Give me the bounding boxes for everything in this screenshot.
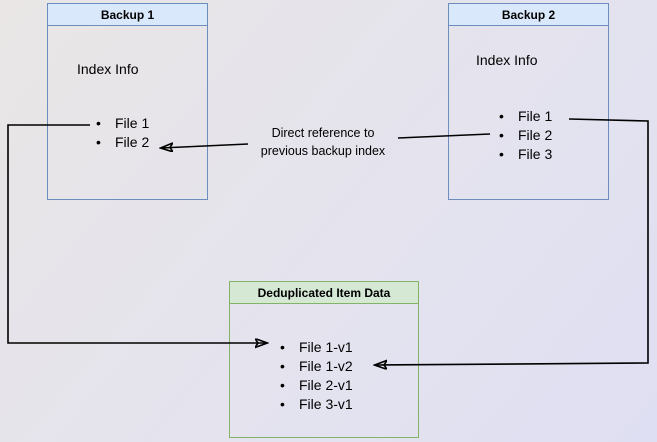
- backup1-subtitle: Index Info: [77, 61, 139, 77]
- bullet-icon: •: [96, 134, 101, 150]
- dedup-box: Deduplicated Item Data • File 1-v1 • Fil…: [229, 281, 419, 438]
- bullet-icon: •: [499, 146, 504, 162]
- list-item: • File 3-v1: [280, 395, 353, 414]
- bullet-icon: •: [499, 108, 504, 124]
- dedup-file-2v1: File 2-v1: [299, 377, 353, 393]
- bullet-icon: •: [96, 115, 101, 131]
- bullet-icon: •: [499, 127, 504, 143]
- backup2-subtitle: Index Info: [476, 52, 538, 68]
- list-item: • File 2: [96, 133, 149, 152]
- bullet-icon: •: [280, 339, 285, 355]
- backup2-title: Backup 2: [449, 4, 608, 26]
- backup1-file-1: File 1: [115, 115, 150, 131]
- dedup-file-1v2: File 1-v2: [299, 358, 353, 374]
- list-item: • File 1-v2: [280, 357, 353, 376]
- backup1-file-list: • File 1 • File 2: [96, 114, 149, 152]
- backup2-file-3: File 3: [518, 146, 553, 162]
- edge-label-direct-reference: Direct reference to previous backup inde…: [233, 124, 413, 160]
- dedup-file-3v1: File 3-v1: [299, 396, 353, 412]
- backup1-box: Backup 1 Index Info • File 1 • File 2: [47, 3, 208, 200]
- backup1-file-2: File 2: [115, 134, 150, 150]
- list-item: • File 2: [499, 126, 552, 145]
- edge-label-line2: previous backup index: [260, 144, 386, 158]
- backup2-file-1: File 1: [518, 108, 553, 124]
- edge-label-line1: Direct reference to: [271, 126, 375, 140]
- list-item: • File 1-v1: [280, 338, 353, 357]
- list-item: • File 1: [499, 107, 552, 126]
- backup1-title: Backup 1: [48, 4, 207, 26]
- backup2-file-2: File 2: [518, 127, 553, 143]
- backup2-file-list: • File 1 • File 2 • File 3: [499, 107, 552, 164]
- dedup-title: Deduplicated Item Data: [230, 282, 418, 304]
- bullet-icon: •: [280, 358, 285, 374]
- list-item: • File 1: [96, 114, 149, 133]
- list-item: • File 2-v1: [280, 376, 353, 395]
- list-item: • File 3: [499, 145, 552, 164]
- dedup-file-list: • File 1-v1 • File 1-v2 • File 2-v1 • Fi…: [280, 338, 353, 414]
- dedup-file-1v1: File 1-v1: [299, 339, 353, 355]
- backup2-box: Backup 2 Index Info • File 1 • File 2 • …: [448, 3, 609, 200]
- bullet-icon: •: [280, 377, 285, 393]
- bullet-icon: •: [280, 396, 285, 412]
